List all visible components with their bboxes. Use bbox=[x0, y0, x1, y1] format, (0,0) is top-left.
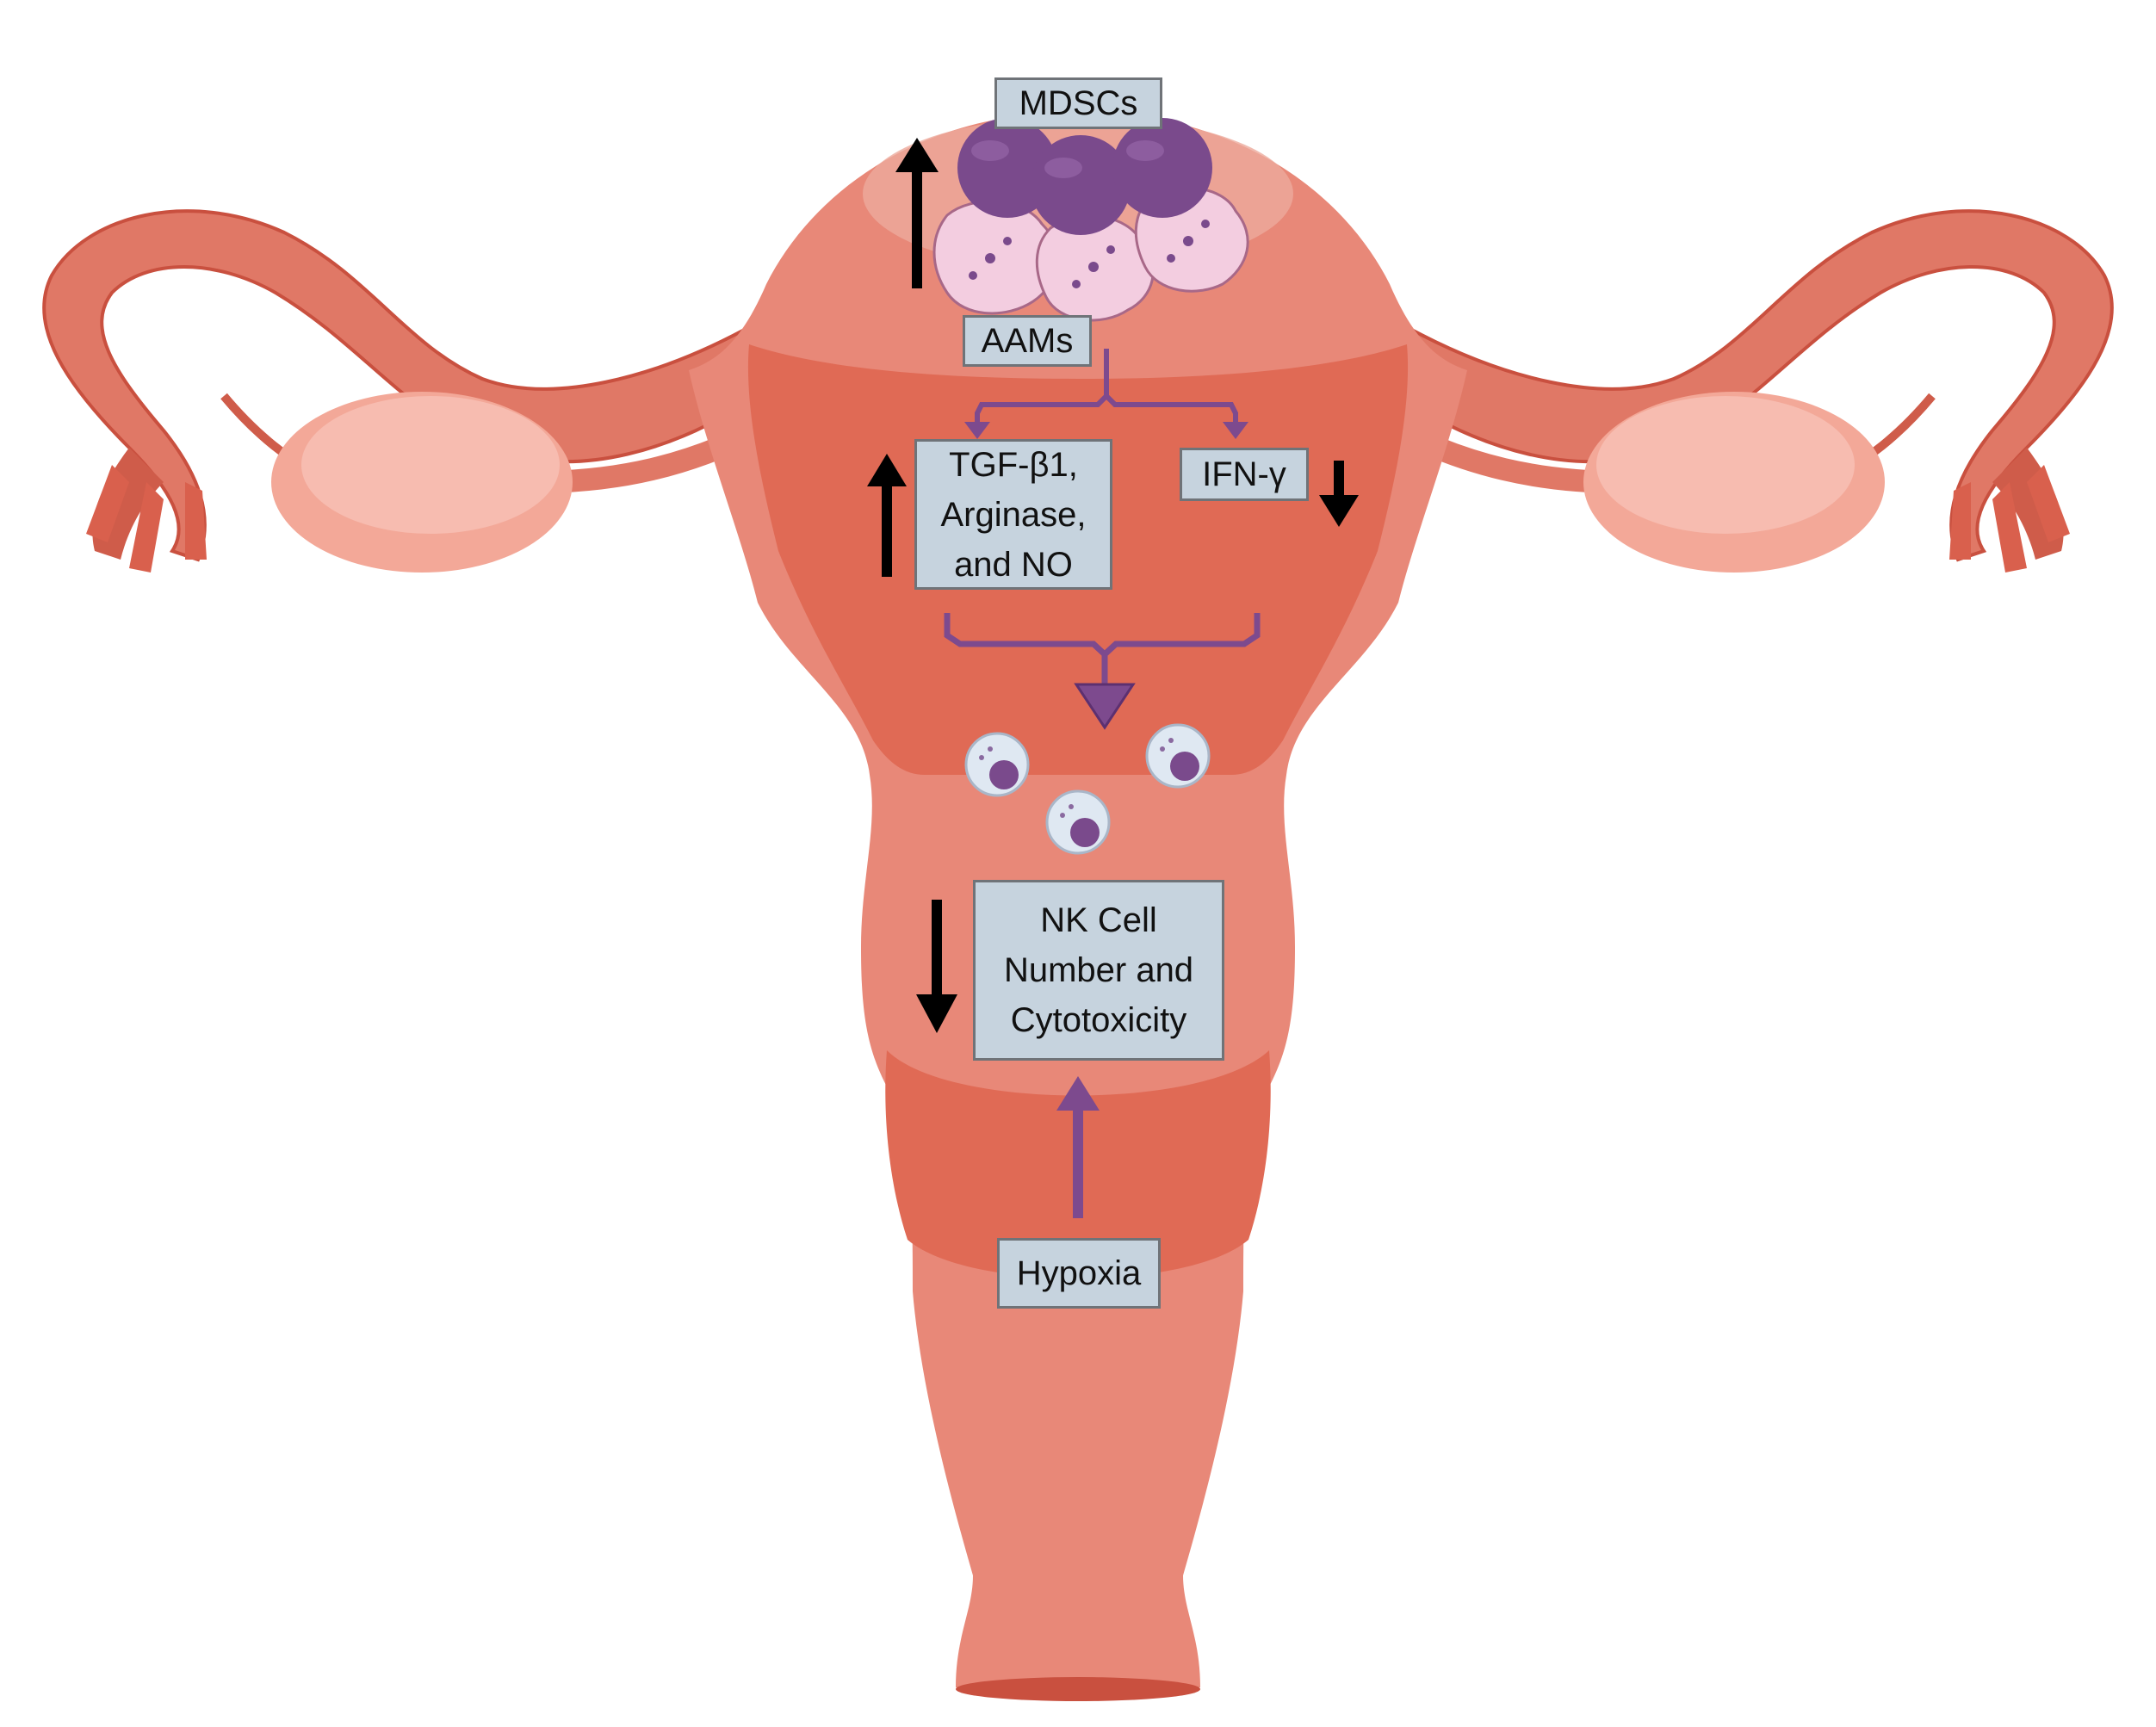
hypoxia-arrow bbox=[1056, 1076, 1100, 1218]
nk-decrease-arrow bbox=[916, 900, 957, 1033]
left-ovary-highlight bbox=[301, 396, 560, 534]
left-fimbriae bbox=[86, 465, 207, 573]
tgf-increase-arrow bbox=[867, 454, 907, 577]
aam-branch-arrows bbox=[964, 349, 1248, 439]
right-fimbriae bbox=[1949, 465, 2070, 573]
aams-label: AAMs bbox=[963, 315, 1092, 367]
tgf-arginase-no-label: TGF-β1, Arginase, and NO bbox=[914, 439, 1112, 590]
hypoxia-label: Hypoxia bbox=[997, 1238, 1161, 1309]
mdsc-increase-arrow bbox=[895, 138, 939, 288]
mdscs-label: MDSCs bbox=[994, 77, 1162, 129]
mdsc-cells bbox=[957, 118, 1212, 235]
nk-cell-label: NK Cell Number and Cytotoxicity bbox=[973, 880, 1224, 1061]
right-ovary-highlight bbox=[1596, 396, 1855, 534]
ifn-decrease-arrow bbox=[1319, 461, 1359, 527]
vaginal-opening bbox=[956, 1677, 1200, 1701]
nk-cells bbox=[964, 723, 1211, 855]
ifn-gamma-label: IFN-γ bbox=[1180, 448, 1309, 501]
merge-bracket-arrow bbox=[944, 613, 1261, 730]
aam-cells bbox=[932, 186, 1249, 322]
